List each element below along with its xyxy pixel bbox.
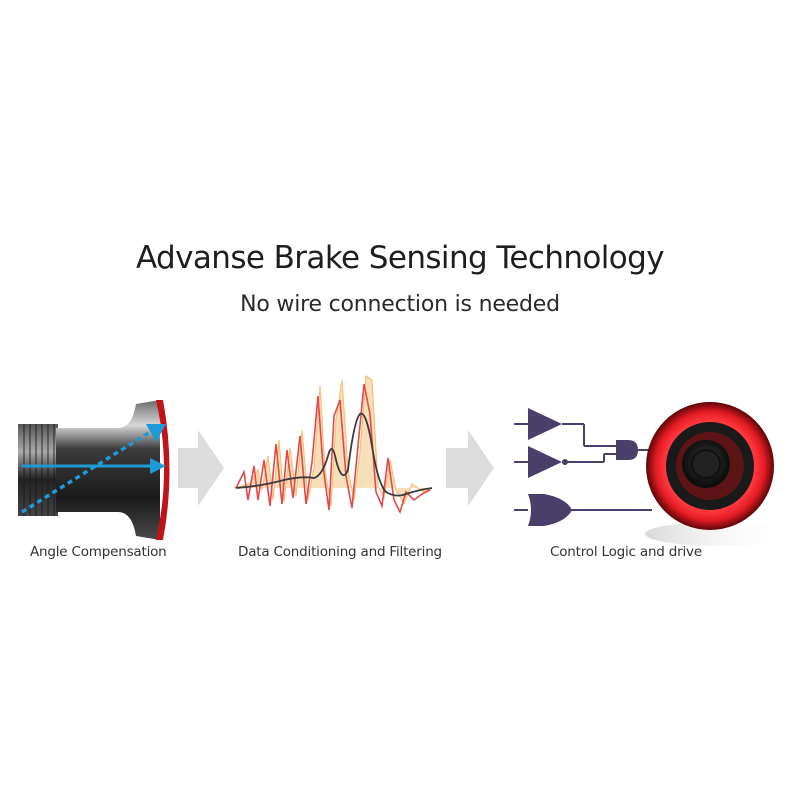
page-title: Advanse Brake Sensing Technology <box>136 240 665 276</box>
logic-gates-icon <box>514 423 652 511</box>
flow-arrow-2-icon <box>446 430 494 506</box>
flow-arrow-1-icon <box>178 430 224 506</box>
stage-caption-angle-compensation: Angle Compensation <box>30 544 167 560</box>
page-subtitle: No wire connection is needed <box>240 292 560 317</box>
stage-caption-control-logic: Control Logic and drive <box>550 544 702 560</box>
logic-gate-shapes <box>528 408 638 526</box>
sensor-cylinder-icon <box>18 400 170 540</box>
stage-caption-data-conditioning: Data Conditioning and Filtering <box>238 544 442 560</box>
rear-light-icon <box>645 402 795 546</box>
signal-waveform-icon <box>233 374 433 515</box>
